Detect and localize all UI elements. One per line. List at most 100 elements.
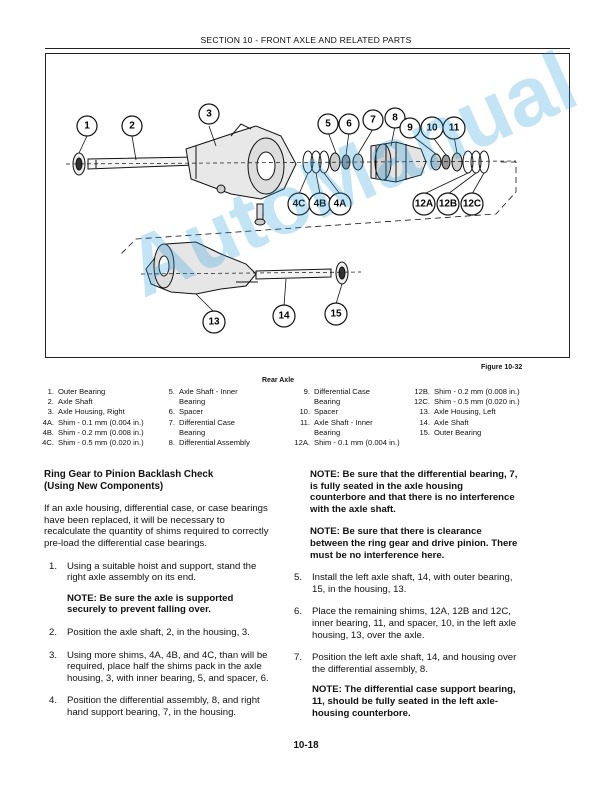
step-number: 5. <box>294 572 303 584</box>
legend-item-text: Differential Assembly <box>179 438 250 448</box>
callout-7: 7 <box>362 109 384 131</box>
legend-item-number: 8. <box>168 438 175 448</box>
step-1: 1. Using a suitable hoist and support, s… <box>49 561 269 584</box>
legend-item-text: Shim - 0.2 mm (0.008 in.) <box>434 387 520 396</box>
callout-label: 5 <box>325 119 331 130</box>
legend-item-text: Shim - 0.1 mm (0.004 in.) <box>58 417 144 427</box>
legend-item: 8. Differential Assembly <box>158 438 250 448</box>
legend-item: Bearing <box>285 397 400 407</box>
step-number: 2. <box>49 626 58 638</box>
legend-item-text: Axle Shaft <box>434 417 469 427</box>
legend-item: 11.Axle Shaft - Inner <box>285 418 400 428</box>
legend-item-number: 15. <box>419 427 430 437</box>
legend-item: 12B.Shim - 0.2 mm (0.008 in.) <box>405 387 520 397</box>
legend-title: Rear Axle <box>262 377 295 384</box>
callout-3: 3 <box>198 103 220 125</box>
legend-item-text: Axle Housing, Right <box>58 407 125 417</box>
legend-item-text: Shim - 0.2 mm (0.008 in.) <box>58 427 144 437</box>
callout-1: 1 <box>76 115 98 137</box>
step-4: 4. Position the differential assembly, 8… <box>49 695 269 718</box>
legend-item-text: Bearing <box>314 427 341 437</box>
legend-item-number: 1. <box>47 387 54 396</box>
callout-13: 13 <box>202 310 226 334</box>
legend-item: 4C.Shim - 0.5 mm (0.020 in.) <box>30 438 144 448</box>
note: NOTE: Be sure the axle is supported secu… <box>67 592 234 616</box>
legend-item: 4B. Shim - 0.2 mm (0.008 in.) <box>30 428 144 438</box>
callout-12a: 12A <box>412 192 436 216</box>
legend-item-number: 7. <box>168 417 175 427</box>
step-number: 3. <box>49 649 58 661</box>
note: NOTE: Be sure that the differential bear… <box>310 469 518 515</box>
callout-label: 13 <box>208 317 220 328</box>
callout-label: 11 <box>449 123 460 134</box>
callout-label: 7 <box>370 115 376 126</box>
callout-label: 3 <box>206 109 212 120</box>
callout-label: 4B <box>314 199 327 210</box>
step-3: 3. Using more shims, 4A, 4B, and 4C, tha… <box>49 650 269 685</box>
step-number: 4. <box>49 695 58 707</box>
step-2: 2. Position the axle shaft, 2, in the ho… <box>49 627 269 639</box>
legend-item: 13. Axle Housing, Left <box>405 407 520 417</box>
legend-item: 4A.Shim - 0.1 mm (0.004 in.) <box>30 418 144 428</box>
step-text: Position the left axle shaft, 14, and ho… <box>312 652 517 675</box>
legend-item-text: Axle Shaft - Inner <box>314 417 373 427</box>
legend-item-number: 4B. <box>42 427 54 437</box>
legend-item: 7. Differential Case <box>158 418 250 428</box>
header-rule <box>45 48 570 49</box>
legend-item: 3. Axle Housing, Right <box>30 407 144 417</box>
step-text: Using more shims, 4A, 4B, and 4C, than w… <box>67 649 269 684</box>
legend-item-number: 13. <box>419 407 430 417</box>
legend-item-number <box>285 397 314 407</box>
callout-label: 12C <box>463 199 481 210</box>
figure-label: Figure 10-32 <box>481 364 523 371</box>
legend-item-number: 3. <box>47 407 54 417</box>
callout-12c: 12C <box>460 192 484 216</box>
callout-label: 8 <box>392 113 398 124</box>
step-7: 7. Position the left axle shaft, 14, and… <box>294 652 519 675</box>
legend-item: 12A.Shim - 0.1 mm (0.004 in.) <box>285 438 399 448</box>
legend-item-text: Differential Case <box>179 417 235 427</box>
page-header: SECTION 10 - FRONT AXLE AND RELATED PART… <box>200 35 412 45</box>
section-subheading: (Using New Components) <box>44 480 164 492</box>
section-heading: Ring Gear to Pinion Backlash Check <box>44 469 214 480</box>
legend-item: 2.Axle Shaft <box>30 397 144 407</box>
left-column: Ring Gear to Pinion Backlash Check (Usin… <box>44 469 269 719</box>
step-number: 6. <box>294 606 303 618</box>
page-number: 10-18 <box>293 740 319 751</box>
legend-item-number: 14. <box>419 417 430 427</box>
legend-item-text: Bearing <box>179 397 206 407</box>
legend-item: 6.Spacer <box>158 407 250 417</box>
legend-item-number: 2. <box>47 397 54 407</box>
legend-item: 5.Axle Shaft - Inner <box>158 387 250 397</box>
step-5: 5. Install the left axle shaft, 14, with… <box>294 572 519 595</box>
legend-item-text: Bearing <box>179 427 206 437</box>
legend-item-number: 12A. <box>294 438 310 448</box>
callout-2: 2 <box>121 115 143 137</box>
callout-label: 12A <box>415 199 433 210</box>
step-text: Position the differential assembly, 8, a… <box>67 695 260 718</box>
legend-item-text: Outer Bearing <box>434 427 482 437</box>
step-number: 7. <box>294 652 303 664</box>
legend-item-text: Spacer <box>179 407 204 417</box>
legend-item: 10. Spacer <box>285 407 400 417</box>
legend-item-text: Shim - 0.5 mm (0.020 in.) <box>58 438 144 448</box>
legend-item-text: Shim - 0.5 mm (0.020 in.) <box>434 397 520 407</box>
legend-item-text: Axle Housing, Left <box>434 407 496 417</box>
legend-column-4: 12B.Shim - 0.2 mm (0.008 in.)12C.Shim - … <box>405 387 520 438</box>
legend-item: Bearing <box>285 428 400 438</box>
callout-12b: 12B <box>436 192 460 216</box>
legend-item-text: Spacer <box>314 407 339 417</box>
legend-item: 9.Differential Case <box>285 387 400 397</box>
legend-item-number: 10. <box>299 407 310 417</box>
legend-item: Bearing <box>158 397 250 407</box>
step-number: 1. <box>49 560 58 572</box>
callout-15: 15 <box>324 302 348 326</box>
callout-14: 14 <box>272 304 296 328</box>
legend-item-text: Differential Case <box>314 387 370 396</box>
callout-label: 4C <box>293 199 306 210</box>
